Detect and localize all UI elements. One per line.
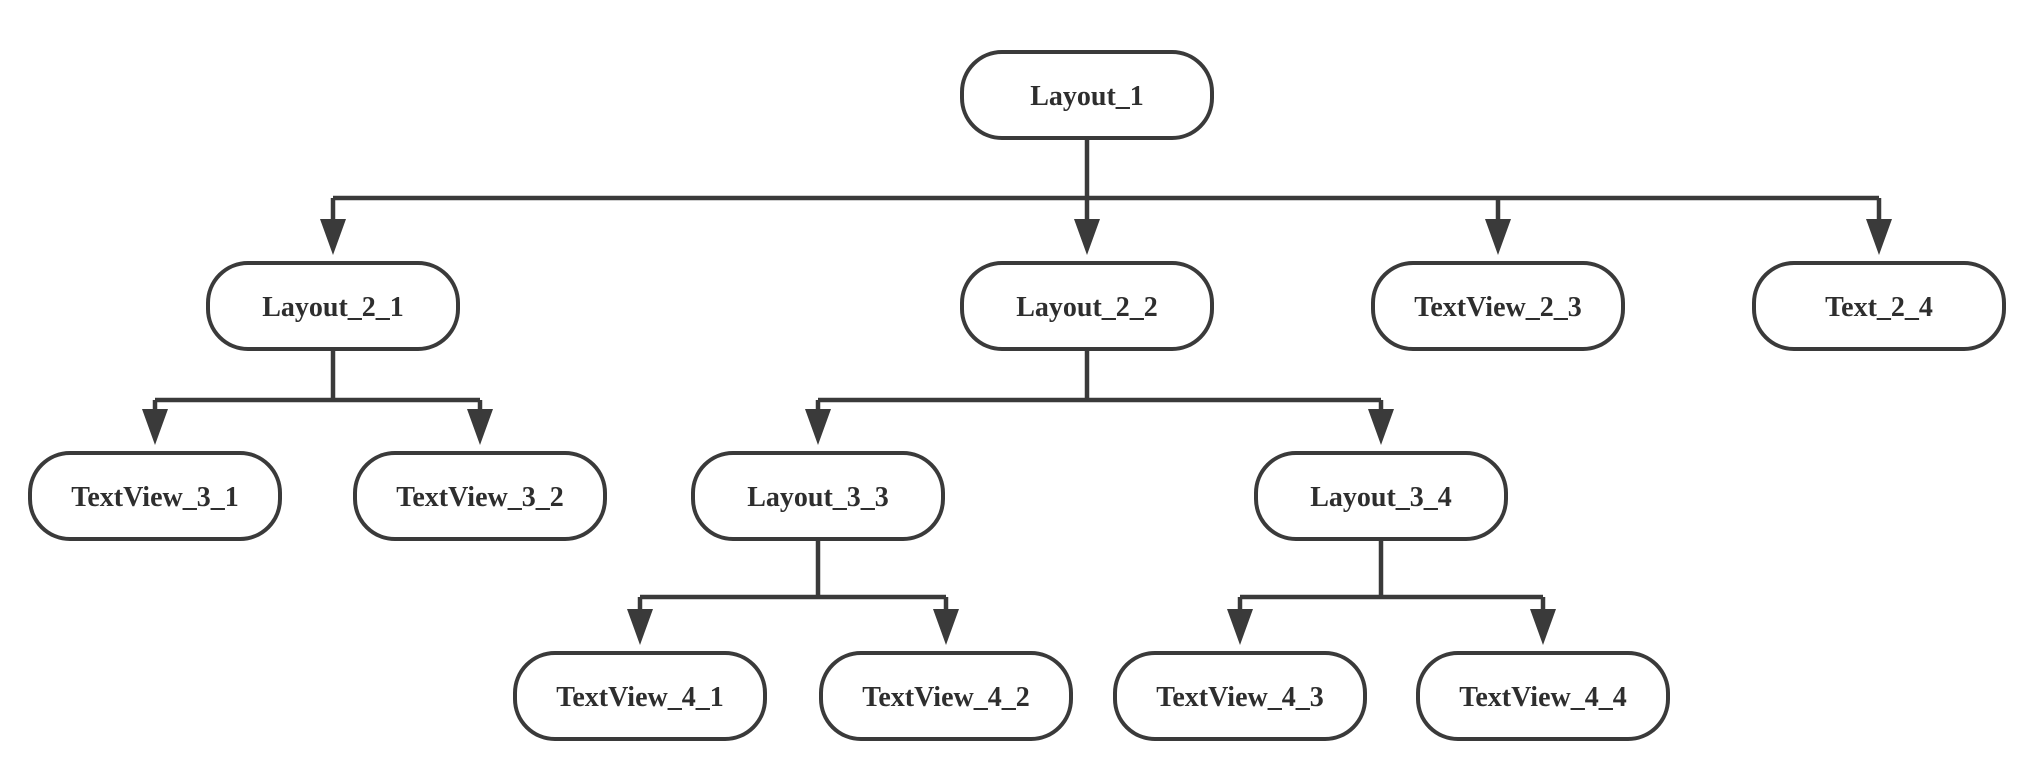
tree-node-layout-3-3: Layout_3_3 [691,451,945,541]
arrow-down-icon [1530,609,1556,645]
arrow-down-icon [805,409,831,445]
tree-node-layout-3-4: Layout_3_4 [1254,451,1508,541]
arrow-down-icon [1074,219,1100,255]
node-box [206,261,460,351]
node-box [691,451,945,541]
arrow-down-icon [1368,409,1394,445]
node-label: Layout_1 [1030,81,1144,112]
node-label: TextView_4_3 [1156,682,1323,713]
node-box [513,651,767,741]
arrow-down-icon [320,219,346,255]
arrow-down-icon [467,409,493,445]
arrow-down-icon [933,609,959,645]
node-box [28,451,282,541]
node-label: TextView_4_2 [862,682,1029,713]
node-label: TextView_3_1 [71,482,238,513]
tree-node-textview-2-3: TextView_2_3 [1371,261,1625,351]
node-label: TextView_3_2 [396,482,563,513]
tree-node-textview-4-1: TextView_4_1 [513,651,767,741]
node-label: Layout_3_3 [747,482,889,513]
tree-node-layout-2-1: Layout_2_1 [206,261,460,351]
tree-node-text-2-4: Text_2_4 [1752,261,2006,351]
node-box [1113,651,1367,741]
node-label: Layout_2_2 [1016,292,1158,323]
node-box [353,451,607,541]
diagram-edges [142,138,1892,645]
arrow-down-icon [1227,609,1253,645]
node-box [1254,451,1508,541]
arrow-down-icon [1485,219,1511,255]
arrow-down-icon [142,409,168,445]
tree-node-layout-1: Layout_1 [960,50,1214,140]
tree-node-layout-2-2: Layout_2_2 [960,261,1214,351]
node-box [819,651,1073,741]
tree-node-textview-4-4: TextView_4_4 [1416,651,1670,741]
node-label: TextView_2_3 [1414,292,1581,323]
node-box [1752,261,2006,351]
node-label: Text_2_4 [1825,292,1933,323]
node-label: Layout_3_4 [1310,482,1452,513]
node-box [960,50,1214,140]
node-label: TextView_4_1 [556,682,723,713]
tree-node-textview-3-2: TextView_3_2 [353,451,607,541]
node-box [1416,651,1670,741]
node-box [960,261,1214,351]
arrow-down-icon [1866,219,1892,255]
tree-node-textview-4-2: TextView_4_2 [819,651,1073,741]
arrow-down-icon [627,609,653,645]
node-label: TextView_4_4 [1459,682,1626,713]
node-box [1371,261,1625,351]
tree-node-textview-4-3: TextView_4_3 [1113,651,1367,741]
tree-node-textview-3-1: TextView_3_1 [28,451,282,541]
node-label: Layout_2_1 [262,292,404,323]
